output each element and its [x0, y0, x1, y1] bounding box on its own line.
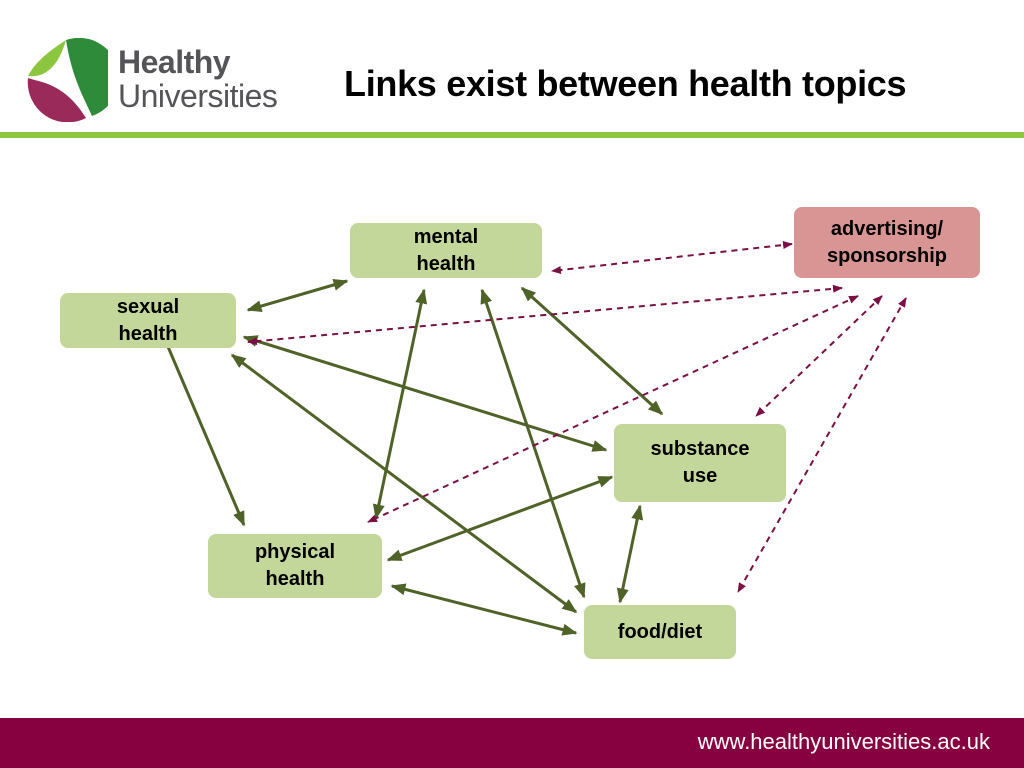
link-arrow-physical-food	[390, 583, 578, 636]
node-physical-health: physical health	[208, 534, 382, 598]
header-divider	[0, 132, 1024, 138]
link-arrow-advertising-mental	[551, 241, 793, 274]
brand-name-line1: Healthy	[118, 44, 231, 80]
link-arrow-mental-physical	[372, 288, 428, 520]
link-arrow-advertising-sexual	[247, 284, 843, 346]
node-sexual-health: sexual health	[60, 293, 236, 348]
brand-name-line2: Universities	[118, 78, 278, 114]
link-arrow-sexual-mental	[246, 279, 349, 312]
link-arrow-sexual-physical	[158, 326, 246, 527]
link-arrow-substance-physical	[386, 475, 614, 562]
healthy-universities-logo-icon	[25, 38, 108, 122]
footer-bar: www.healthyuniversities.ac.uk	[0, 718, 1024, 768]
slide-title: Links exist between health topics	[344, 63, 907, 104]
node-food-diet: food/diet	[584, 605, 736, 659]
link-arrow-advertising-food	[737, 297, 907, 593]
node-substance-use: substance use	[614, 424, 786, 502]
link-arrow-advertising-substance	[755, 295, 883, 417]
link-arrow-sexual-substance	[242, 335, 608, 452]
footer-website-link[interactable]: www.healthyuniversities.ac.uk	[697, 729, 990, 754]
link-arrow-mental-food	[480, 288, 586, 599]
link-arrow-substance-food	[616, 504, 644, 604]
node-advertising-sponsorship: advertising/ sponsorship	[794, 207, 980, 278]
node-mental-health: mental health	[350, 223, 542, 278]
